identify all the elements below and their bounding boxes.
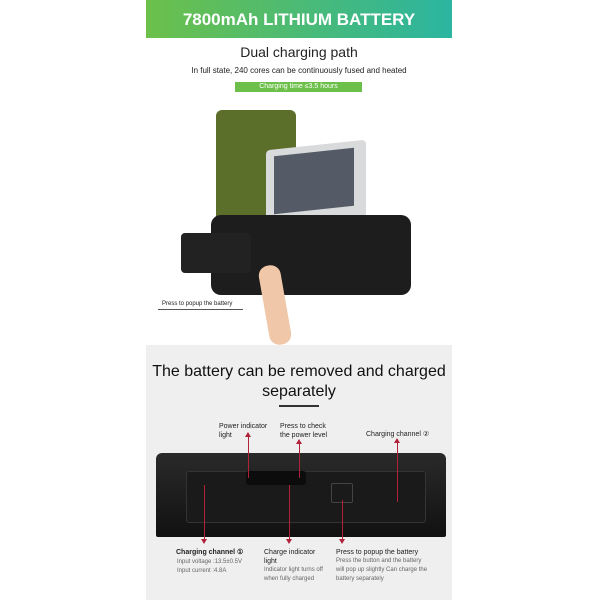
battery-photo bbox=[156, 453, 446, 537]
callout-line bbox=[158, 309, 243, 310]
channel1-voltage: Input voltage :13.5±0.5V bbox=[177, 559, 243, 565]
arrow-charge-indicator bbox=[286, 485, 292, 544]
arrow-popup bbox=[339, 500, 345, 544]
arrow-press-check bbox=[296, 439, 302, 478]
press-check-label: Press to check the power level bbox=[280, 423, 328, 439]
popup-callout: Press to popup the battery bbox=[162, 301, 233, 307]
power-indicator-label: Power indicator light bbox=[219, 423, 268, 439]
title-divider bbox=[279, 405, 319, 407]
fusion-splicer-image bbox=[176, 100, 446, 347]
channel1-current: Input current :4.8A bbox=[177, 568, 227, 574]
screen bbox=[274, 147, 354, 215]
popup-label: Press to popup the battery bbox=[336, 549, 419, 556]
arrow-channel1 bbox=[201, 485, 207, 544]
charging-time-badge: Charging time ≤3.5 hours bbox=[235, 82, 362, 92]
arrow-channel2 bbox=[394, 438, 400, 502]
channel1-label: Charging channel ① bbox=[176, 549, 244, 556]
banner-title: 7800mAh LITHIUM BATTERY bbox=[146, 0, 452, 38]
charge-indicator-note: Indicator light turns off when fully cha… bbox=[264, 567, 323, 582]
battery-pack bbox=[181, 233, 251, 273]
channel2-label: Charging channel ② bbox=[366, 431, 430, 438]
indicator-strip bbox=[246, 471, 306, 485]
arrow-power-indicator bbox=[245, 432, 251, 478]
product-panel: 7800mAh LITHIUM BATTERY Dual charging pa… bbox=[146, 0, 452, 600]
description: In full state, 240 cores can be continuo… bbox=[191, 66, 407, 75]
section2-title: The battery can be removed and charged s… bbox=[152, 363, 446, 400]
popup-note: Press the button and the battery will po… bbox=[336, 558, 428, 582]
charge-indicator-label: Charge indicator light bbox=[264, 549, 316, 565]
subtitle: Dual charging path bbox=[240, 44, 358, 60]
battery-panel bbox=[186, 471, 426, 523]
